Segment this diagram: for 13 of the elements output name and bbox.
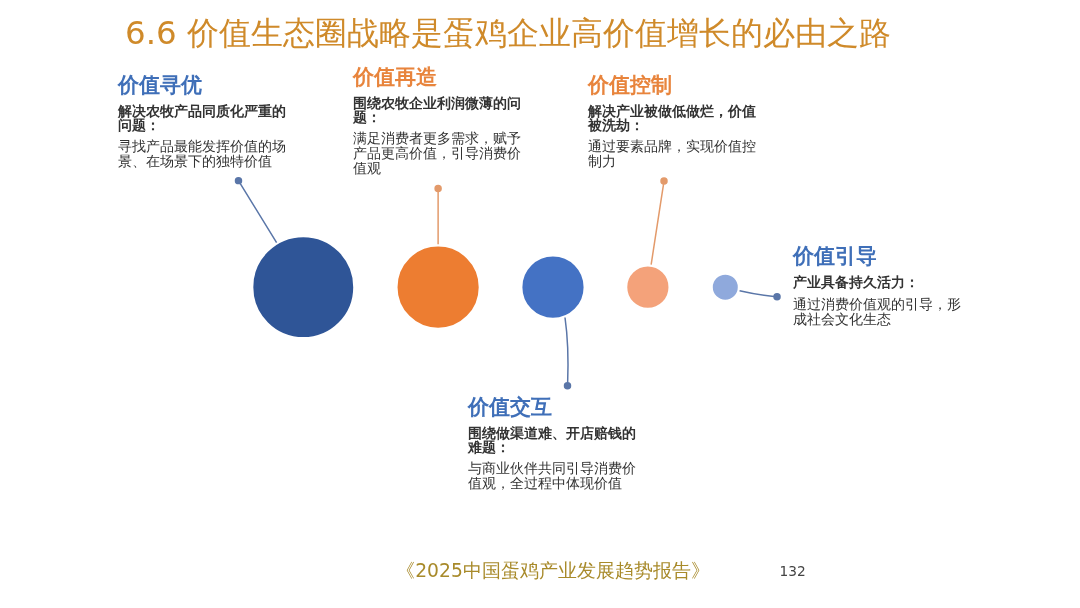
node-text: 价值再造 围绕农牧企业利润微薄的问题： 满足消费者更多需求，赋予产品更高价值，引导消费价值观	[352, 64, 521, 177]
node-text: 价值寻优 解决农牧产品同质化严重的问题： 寻找产品最能发挥价值的场景、在场景下的独特价值	[117, 71, 286, 169]
connector	[563, 316, 571, 390]
node-text: 价值引导 产业具备持久活力： 通过消费价值观的引导，形成社会文化生态	[792, 242, 961, 328]
connector	[234, 176, 277, 244]
connector	[649, 177, 668, 266]
node-text: 价值交互 围绕做渠道难、开店赔钱的难题： 与商业伙伴共同引导消费价值观，全过程中体现价值	[467, 394, 636, 491]
connector	[433, 184, 442, 246]
node-text: 价值控制 解决产业被做低做烂，价值被洗劫： 通过要素品牌，实现价值控制力	[587, 71, 756, 169]
label: 《2025中国蛋鸡产业发展趋势报告》	[395, 559, 710, 581]
connector	[738, 290, 781, 301]
diagram-title: 6.6 价值生态圈战略是蛋鸡企业高价值增长的必由之路	[124, 14, 891, 53]
label: 132	[779, 562, 806, 579]
